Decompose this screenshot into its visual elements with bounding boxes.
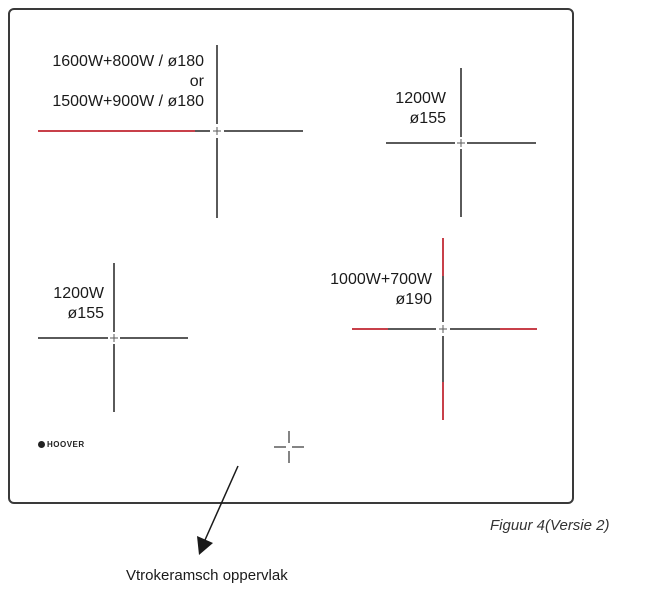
brand-dot-icon xyxy=(38,441,45,448)
zone-bottom-left-diameter: ø155 xyxy=(67,305,104,322)
zone-top-left-crosshair xyxy=(38,45,303,218)
brand-logo: HOOVER xyxy=(38,440,85,449)
zone-top-left-label: 1600W+800W / ø180 or 1500W+900W / ø180 xyxy=(14,52,204,112)
zone-bottom-right-power: 1000W+700W xyxy=(330,271,432,288)
brand-name: HOOVER xyxy=(47,440,85,449)
zone-bottom-right-label: 1000W+700W ø190 xyxy=(296,270,432,310)
zone-top-left-line3: 1500W+900W / ø180 xyxy=(52,93,204,110)
hob-surface xyxy=(8,8,574,504)
surface-label: Vtrokeramsch oppervlak xyxy=(126,567,288,584)
zone-bottom-right-crosshair xyxy=(352,238,537,420)
zone-top-right-crosshair xyxy=(386,68,536,217)
zone-bottom-left-label: 1200W ø155 xyxy=(28,284,104,324)
center-marker-crosshair xyxy=(274,431,304,463)
zone-bottom-right-diameter: ø190 xyxy=(395,291,432,308)
zone-top-left-line2: or xyxy=(189,73,204,90)
zone-bottom-left-power: 1200W xyxy=(53,285,104,302)
zone-top-left-line1: 1600W+800W / ø180 xyxy=(52,53,204,70)
zone-top-right-label: 1200W ø155 xyxy=(370,89,446,129)
zone-top-right-diameter: ø155 xyxy=(409,110,446,127)
surface-arrow xyxy=(197,465,239,555)
zone-bottom-left-crosshair xyxy=(38,263,188,412)
figure-caption: Figuur 4(Versie 2) xyxy=(490,517,610,534)
zone-top-right-power: 1200W xyxy=(395,90,446,107)
